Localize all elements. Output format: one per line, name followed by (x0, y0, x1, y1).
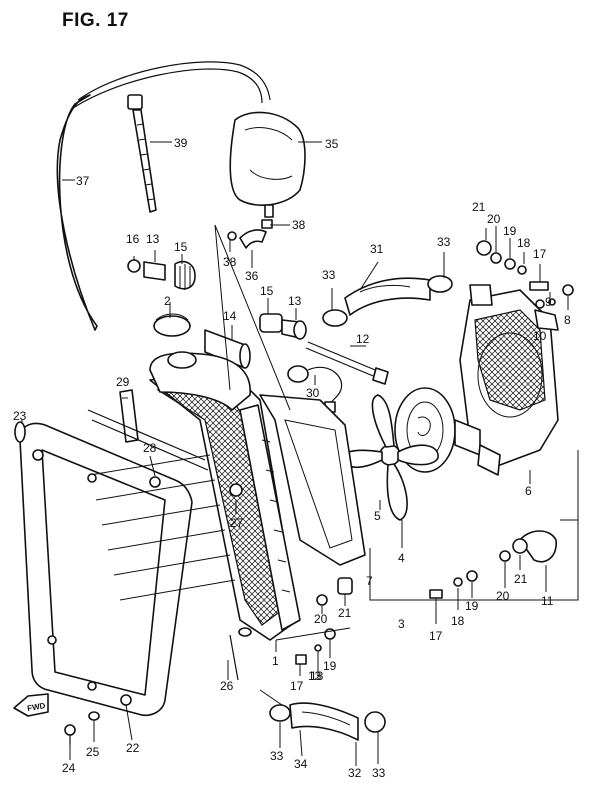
callout-21c: 21 (338, 606, 352, 620)
cover-bolt (64, 711, 100, 745)
callout-34: 34 (294, 757, 308, 771)
callout-18c: 18 (310, 669, 324, 683)
callout-3: 3 (398, 617, 405, 631)
callout-1: 1 (272, 654, 279, 668)
callout-17b: 17 (429, 629, 443, 643)
callout-5: 5 (374, 509, 381, 523)
callout-22: 22 (126, 741, 140, 755)
callout-8: 8 (564, 313, 571, 327)
lower-radiator-hose (269, 702, 386, 741)
callout-7: 7 (366, 574, 373, 588)
callout-21a: 21 (472, 200, 486, 214)
callout-15a: 15 (174, 240, 188, 254)
fan-shroud (459, 284, 559, 466)
small-hardware (149, 240, 574, 665)
callout-18a: 18 (517, 236, 531, 250)
callout-17c: 17 (290, 679, 304, 693)
callout-33c: 33 (270, 749, 284, 763)
callout-37: 37 (76, 174, 90, 188)
callout-19b: 19 (465, 599, 479, 613)
callout-38a: 38 (292, 218, 306, 232)
figure-title: FIG. 17 (62, 10, 129, 31)
grommet-bolt (259, 313, 389, 385)
callout-10: 10 (533, 329, 547, 343)
callout-35: 35 (325, 137, 339, 151)
thermo-switch (287, 365, 343, 413)
callout-32: 32 (348, 766, 362, 780)
callout-36: 36 (245, 269, 259, 283)
callout-28: 28 (143, 441, 157, 455)
callout-30: 30 (306, 386, 320, 400)
callout-6: 6 (525, 484, 532, 498)
grille-strips (87, 389, 209, 471)
callout-17a: 17 (533, 247, 547, 261)
upper-radiator-hose (322, 275, 453, 327)
fwd-arrow: FWD (13, 693, 49, 717)
callout-4: 4 (398, 551, 405, 565)
callout-27: 27 (230, 516, 244, 530)
callout-33a: 33 (322, 268, 336, 282)
callout-33d: 33 (372, 766, 386, 780)
collar-and-bolts (127, 259, 196, 290)
callout-24: 24 (62, 761, 76, 775)
callout-21b: 21 (514, 572, 528, 586)
callout-9: 9 (545, 295, 552, 309)
callout-20c: 20 (314, 612, 328, 626)
tie-strap (127, 94, 157, 213)
callout-39: 39 (174, 136, 188, 150)
callout-19a: 19 (503, 224, 517, 238)
side-grommet (14, 421, 26, 443)
callout-13c: 13 (308, 669, 322, 683)
callout-14: 14 (223, 309, 237, 323)
radiator-cap (153, 313, 191, 337)
reservoir-tank (229, 111, 306, 218)
callout-19c: 19 (323, 659, 337, 673)
callout-26: 26 (220, 679, 234, 693)
callout-31: 31 (370, 242, 384, 256)
callout-25: 25 (86, 745, 100, 759)
radiator-side-shroud (259, 394, 366, 566)
overflow-hose (56, 61, 271, 331)
callout-13b: 13 (288, 294, 302, 308)
lower-bracket (229, 483, 252, 681)
callout-2: 2 (164, 294, 171, 308)
fwd-label: FWD (27, 701, 47, 713)
callout-12: 12 (356, 332, 370, 346)
callout-20b: 20 (496, 589, 510, 603)
callout-18b: 18 (451, 614, 465, 628)
hose-fittings (227, 219, 273, 249)
callout-16: 16 (126, 232, 140, 246)
callout-13a: 13 (146, 232, 160, 246)
callout-38b: 38 (223, 255, 237, 269)
callout-33b: 33 (437, 235, 451, 249)
callout-23: 23 (13, 409, 27, 423)
callout-15b: 15 (260, 284, 274, 298)
radiator-cover (19, 422, 236, 716)
leader-lines (21, 141, 579, 766)
callout-20a: 20 (487, 212, 501, 226)
radiator-core (149, 351, 301, 641)
callout-labels: 1 2 3 4 5 6 7 8 9 10 11 12 13 13 13 14 1… (13, 136, 571, 780)
callout-11: 11 (541, 594, 554, 608)
callout-29: 29 (116, 375, 130, 389)
